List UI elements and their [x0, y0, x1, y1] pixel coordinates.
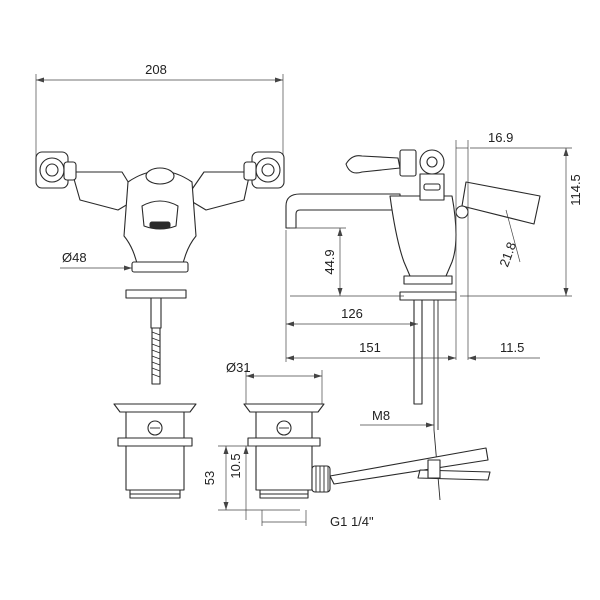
arrow-53-bottom — [223, 502, 229, 510]
arrow-1145-bottom — [563, 288, 569, 296]
popup-knob — [461, 181, 541, 225]
clip-block — [427, 459, 441, 479]
dim-total-height: 114.5 — [568, 174, 583, 206]
arrow-m8 — [426, 422, 434, 428]
arrow-left — [36, 77, 44, 83]
waste-nut — [247, 437, 321, 447]
popup-pivot — [455, 205, 469, 219]
waste-flange — [243, 403, 325, 413]
arrow-1145-top — [563, 148, 569, 156]
arrow-31-right — [314, 373, 322, 379]
dim-thread-rod: M8 — [372, 408, 390, 423]
dim-pullrod-offset: 11.5 — [500, 340, 524, 355]
left-waste — [113, 403, 197, 499]
front-view-mixer: 208 Ø48 — [35, 62, 285, 499]
dim-handle-offset: 16.9 — [488, 130, 513, 145]
side-body — [389, 195, 457, 277]
side-washer — [399, 291, 457, 301]
tail-pipe — [413, 299, 423, 405]
aerator — [149, 221, 171, 229]
valve-head — [399, 149, 445, 201]
side-base — [403, 275, 453, 285]
dim-waste-height: 53 — [202, 471, 217, 485]
dim-body-diameter: Ø48 — [62, 250, 87, 265]
arrow-115 — [468, 355, 476, 361]
dim-overall-width: 208 — [145, 62, 167, 77]
arrow-126-left — [286, 321, 294, 327]
tail-shank — [150, 297, 162, 329]
rod-thread-marks — [151, 331, 161, 378]
dim-waste-diameter: Ø31 — [226, 360, 251, 375]
right-handle-head — [243, 151, 285, 189]
arrow-151-left — [286, 355, 294, 361]
arrow-105 — [243, 446, 249, 454]
side-view-mixer: 16.9 114.5 21.8 44.9 126 151 11.5 — [285, 130, 583, 501]
dim-waste-thread: G1 1/4" — [330, 514, 374, 529]
waste-lower-body — [255, 445, 313, 491]
dim218-line — [505, 209, 521, 263]
pivot-connector — [311, 465, 331, 493]
left-handle-head — [35, 151, 77, 189]
arrow-31-left — [246, 373, 254, 379]
arrow-449-bottom — [337, 288, 343, 296]
waste-detail: Ø31 53 10.5 G1 1/4" — [202, 360, 374, 529]
dim-handle-angle: 21.8 — [496, 240, 519, 269]
linkage-bar — [329, 447, 489, 485]
mounting-washer — [125, 289, 187, 299]
arrow-126-right — [410, 321, 418, 327]
pivot-connector-knurl — [315, 466, 329, 492]
spout — [285, 193, 401, 229]
dia48-arrow — [124, 265, 132, 271]
arrow-449-top — [337, 228, 343, 236]
dim-spout-projection: 126 — [341, 306, 363, 321]
dim-waste-flange: 10.5 — [228, 453, 243, 478]
arrow-151-right — [448, 355, 456, 361]
mixer-base — [131, 261, 189, 273]
arrow-right — [275, 77, 283, 83]
dim-overall-reach: 151 — [359, 340, 381, 355]
lever-handle — [345, 155, 401, 174]
arrow-53-top — [223, 446, 229, 454]
body-cap — [145, 167, 175, 185]
right-arm — [185, 171, 251, 211]
dim-spout-height: 44.9 — [322, 249, 337, 274]
